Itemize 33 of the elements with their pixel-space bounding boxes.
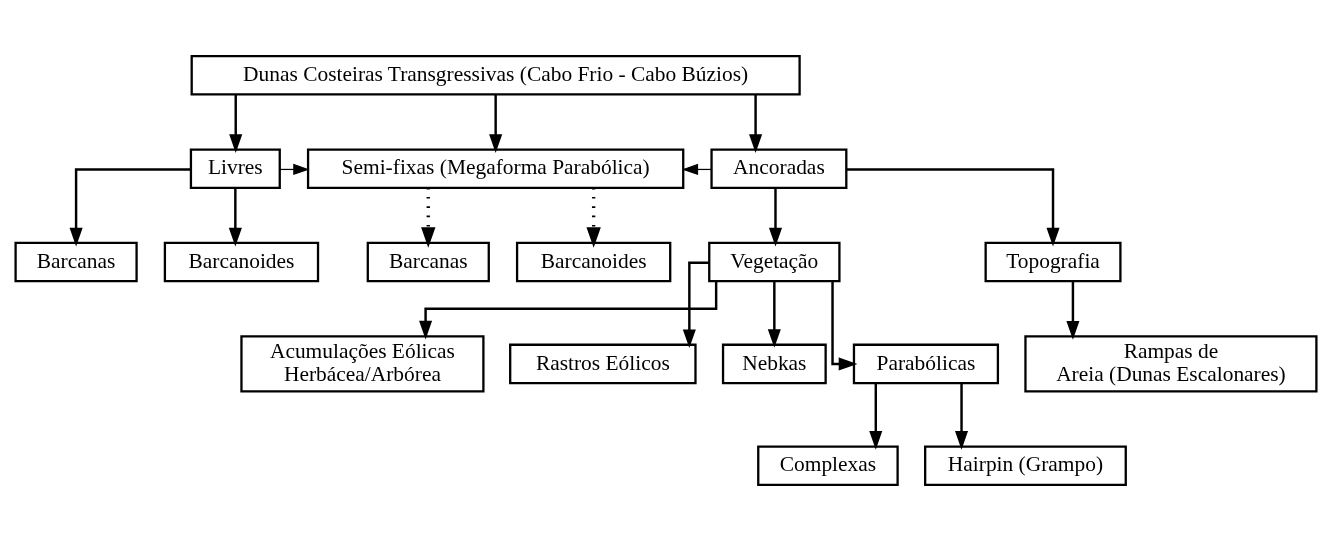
node-box: Topografia xyxy=(984,241,1122,283)
node-box: Barcanoides xyxy=(515,241,672,283)
node-box: Barcanas xyxy=(366,241,490,283)
arrow xyxy=(419,281,718,340)
arrow xyxy=(846,168,1060,247)
node-box: Parabólicas xyxy=(852,343,1000,385)
arrow xyxy=(1066,281,1080,340)
arrow xyxy=(831,281,858,371)
arrow xyxy=(228,188,242,247)
arrow xyxy=(869,383,883,450)
node-box: Dunas Costeiras Transgressivas (Cabo Frio - Cabo Búzios) xyxy=(190,55,801,96)
arrow xyxy=(767,281,781,348)
node-box: Nebkas xyxy=(721,343,827,385)
node-box: Acumulações Eólicas Herbácea/Arbórea xyxy=(240,335,485,393)
node-box: Barcanas xyxy=(14,241,138,283)
node-box: Vegetação xyxy=(708,241,841,283)
node-box: Semi-fixas (Megaforma Parabólica) xyxy=(306,148,685,189)
node-box: Hairpin (Grampo) xyxy=(924,445,1127,487)
node-box: Rampas de Areia (Dunas Escalonares) xyxy=(1024,335,1318,393)
node-box: Barcanoides xyxy=(163,241,320,283)
arrow xyxy=(421,188,436,248)
arrow xyxy=(69,168,191,247)
arrow xyxy=(229,94,243,154)
node-box: Ancoradas xyxy=(710,148,848,189)
arrow xyxy=(749,94,763,154)
arrow xyxy=(489,94,503,154)
node-box: Livres xyxy=(189,148,281,189)
node-box: Complexas xyxy=(757,445,899,487)
node-box: Rastros Eólicos xyxy=(509,343,697,385)
arrow xyxy=(768,188,783,247)
arrow xyxy=(955,383,969,450)
arrow xyxy=(682,261,710,349)
arrow xyxy=(586,188,601,248)
